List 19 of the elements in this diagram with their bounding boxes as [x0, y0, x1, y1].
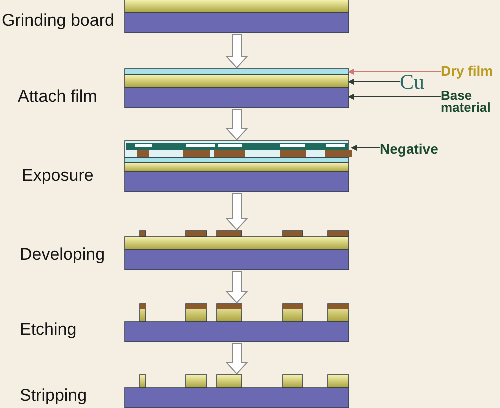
- step-label: Attach film: [18, 87, 98, 107]
- hollow-arrow: [226, 194, 248, 231]
- leader-line: [348, 94, 442, 100]
- leader-line: [351, 145, 380, 151]
- layer-label: Base material: [441, 90, 492, 114]
- hollow-arrow: [226, 272, 248, 304]
- hollow-arrow: [226, 34, 248, 69]
- step-label: Stripping: [20, 386, 88, 406]
- step-label: Exposure: [22, 166, 94, 186]
- hollow-arrow: [226, 110, 248, 141]
- step-label: Grinding board: [2, 11, 114, 31]
- step-label: Etching: [20, 320, 77, 340]
- leader-line: [348, 69, 442, 75]
- step-label: Developing: [20, 245, 106, 265]
- layer-label: Cu: [400, 71, 425, 93]
- layer-label: Negative: [380, 140, 438, 158]
- layer-label: Dry film: [441, 62, 494, 80]
- hollow-arrow: [226, 344, 248, 375]
- leader-line: [348, 79, 400, 85]
